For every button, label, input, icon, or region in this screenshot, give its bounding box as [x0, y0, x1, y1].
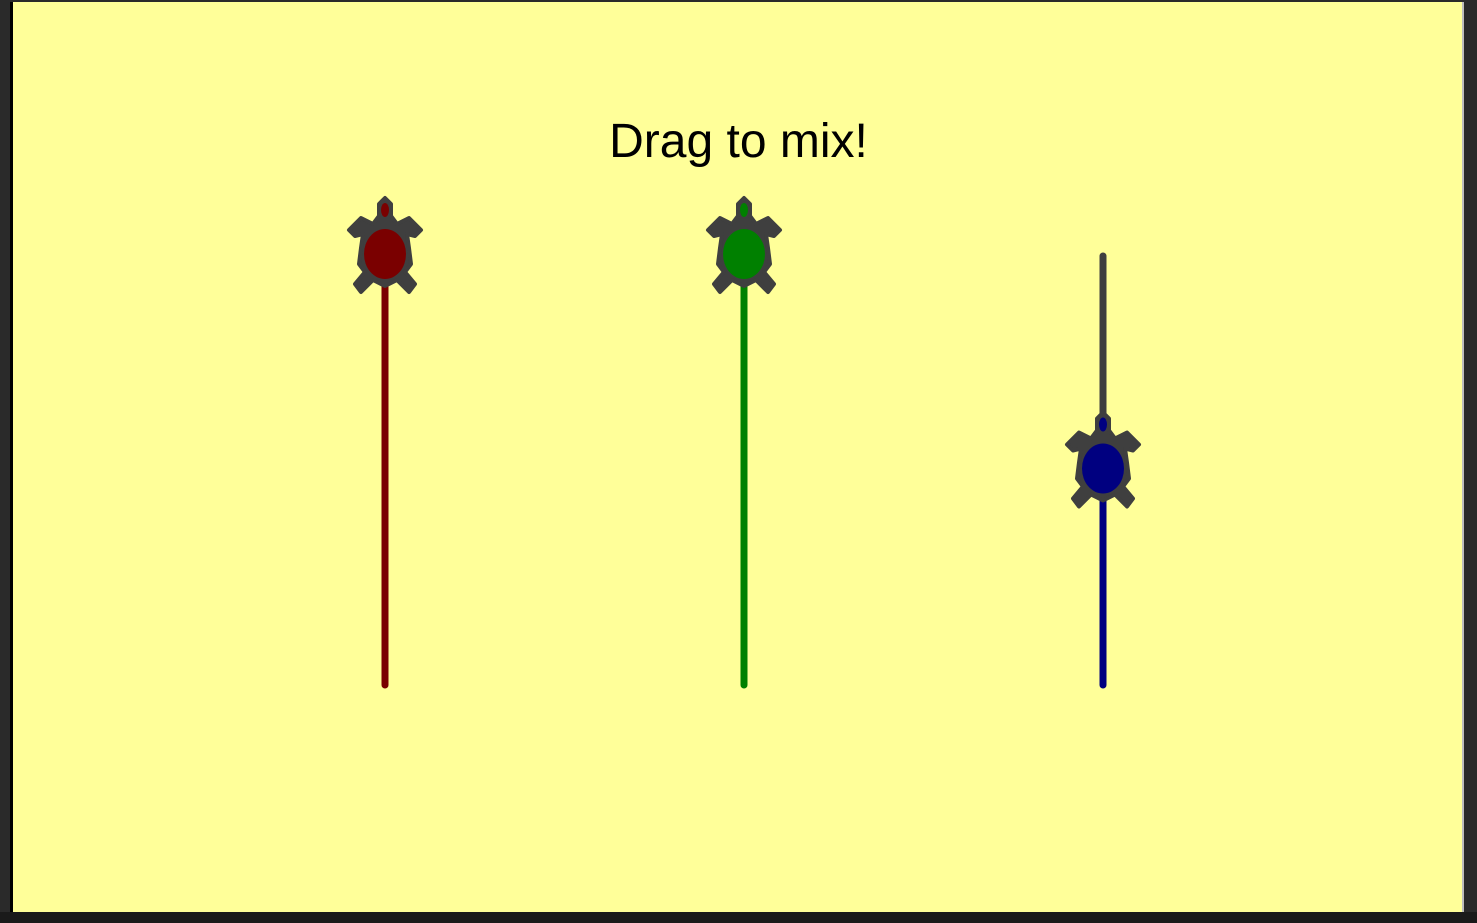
red-turtle-icon[interactable]	[347, 196, 423, 294]
slider-blue[interactable]	[1065, 252, 1141, 689]
slider-green[interactable]	[706, 196, 782, 689]
window-frame-bottom	[0, 912, 1477, 923]
page-title: Drag to mix!	[609, 115, 868, 168]
mixer-canvas	[10, 2, 1464, 912]
green-turtle-icon[interactable]	[706, 196, 782, 294]
slider-red[interactable]	[347, 196, 423, 689]
blue-turtle-icon[interactable]	[1065, 410, 1141, 509]
